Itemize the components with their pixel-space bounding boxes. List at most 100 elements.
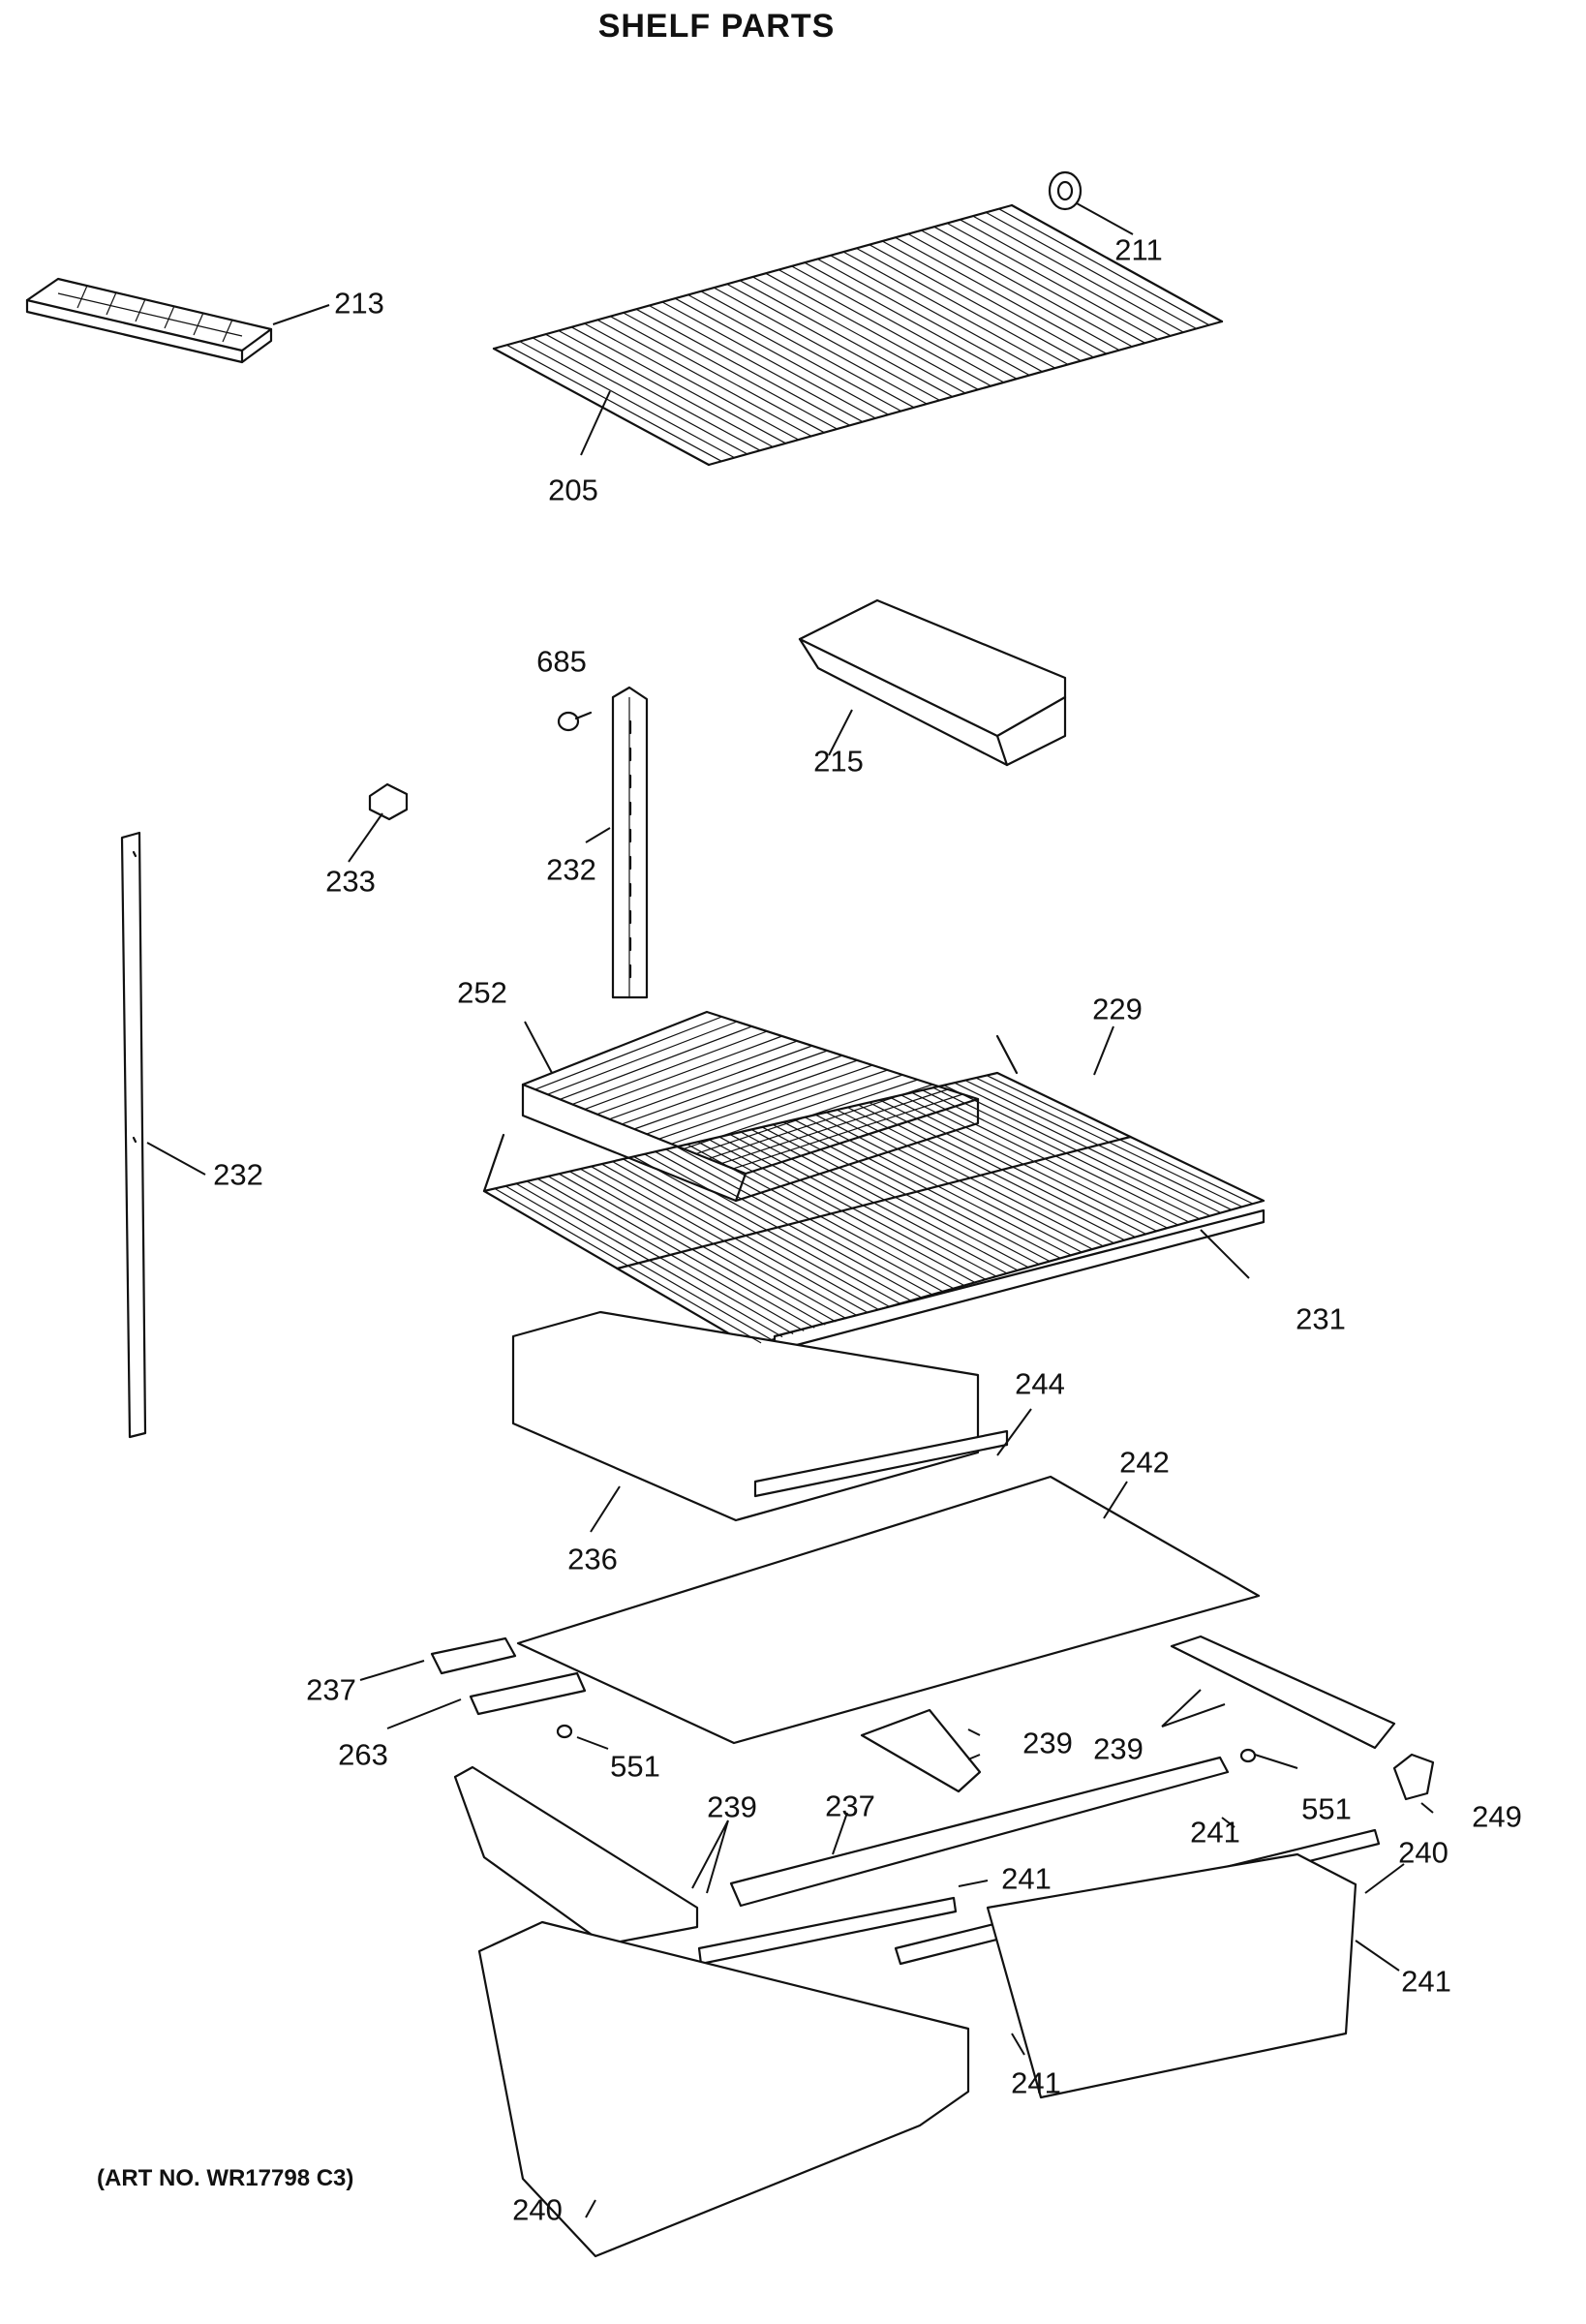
drawing-stroke: [560, 1025, 752, 1100]
drawing-stroke: [700, 290, 915, 409]
drawing-stroke: [726, 283, 940, 401]
drawing-stroke: [830, 255, 1043, 373]
part-label: 249: [1472, 1799, 1522, 1834]
part-239-support-right: [1170, 1635, 1396, 1750]
part-label: 232: [213, 1157, 263, 1192]
drawing-stroke: [739, 280, 954, 398]
part-label: 239: [1093, 1731, 1144, 1766]
drawing-stroke: [570, 326, 786, 444]
drawing-stroke: [895, 236, 1108, 354]
drawing-stroke: [933, 226, 1145, 344]
part-label: 237: [306, 1672, 356, 1707]
drawing-stroke: [946, 222, 1159, 341]
drawing-stroke: [765, 272, 979, 390]
art-number: (ART NO. WR17798 C3): [97, 2165, 354, 2191]
drawing-stroke: [635, 308, 851, 426]
part-label: 233: [325, 864, 376, 899]
drawing-stroke: [616, 1135, 1132, 1270]
part-213-ice-tray: [25, 277, 273, 364]
part-685-screw: [557, 711, 593, 732]
part-232-rail-upper: [611, 686, 649, 999]
drawing-stroke: [752, 276, 966, 394]
part-label: 213: [334, 286, 384, 321]
drawing-stroke: [907, 233, 1120, 352]
part-551-screw-left: [556, 1724, 573, 1739]
part-label: 240: [512, 2192, 563, 2227]
part-211-grommet: [1048, 170, 1083, 211]
drawing-stroke: [547, 1021, 738, 1095]
drawing-stroke: [646, 1059, 858, 1135]
part-label: 241: [1190, 1815, 1240, 1850]
drawing-stroke: [609, 1045, 813, 1120]
drawing-stroke: [132, 850, 137, 858]
part-label: 244: [1015, 1366, 1065, 1401]
part-263-channel: [469, 1671, 587, 1716]
drawing-stroke: [622, 1050, 828, 1125]
part-label: 241: [1401, 1964, 1451, 1999]
drawing-stroke: [674, 297, 889, 415]
leader-lines: [146, 202, 1434, 2218]
part-232-rail-left: [120, 831, 147, 1439]
drawing-stroke: [649, 305, 864, 423]
part-label: 241: [1011, 2065, 1061, 2100]
drawing-stroke: [661, 301, 876, 419]
part-237-rail-center: [729, 1756, 1230, 1908]
part-label: 231: [1296, 1301, 1346, 1336]
diagram-title: SHELF PARTS: [597, 8, 836, 45]
drawing-stroke: [519, 341, 735, 459]
part-label: 263: [338, 1737, 388, 1772]
drawing-stroke: [921, 229, 1133, 348]
drawing-stroke: [610, 316, 825, 434]
drawing-stroke: [720, 1088, 949, 1165]
drawing-stroke: [658, 1064, 873, 1140]
drawing-stroke: [132, 1136, 137, 1144]
drawing-stroke: [671, 1069, 888, 1145]
drawing-stroke: [817, 258, 1030, 377]
part-label: 232: [546, 852, 596, 887]
part-240-drawer-left: [477, 1920, 970, 2258]
part-label: 239: [707, 1789, 757, 1824]
part-237-channel-left: [430, 1636, 517, 1675]
part-label: 241: [1001, 1861, 1052, 1896]
part-label: 685: [536, 644, 587, 679]
drawing-stroke: [558, 329, 774, 448]
part-239-support-center: [860, 1708, 982, 1793]
part-249-clip: [1392, 1753, 1435, 1801]
drawing-stroke: [695, 1079, 918, 1155]
part-label: 240: [1398, 1835, 1449, 1870]
drawing-stroke: [856, 247, 1069, 365]
drawing-stroke: [623, 312, 838, 430]
part-label: 229: [1092, 992, 1143, 1026]
part-label: 211: [1114, 232, 1163, 267]
part-label: 242: [1119, 1445, 1170, 1480]
drawing-stroke: [596, 319, 812, 437]
part-236-crisper-pan: [511, 1310, 980, 1522]
part-label: 237: [825, 1789, 875, 1823]
drawing-stroke: [534, 1016, 722, 1090]
drawing-stroke: [687, 293, 902, 413]
part-244-handle: [753, 1429, 1009, 1498]
part-label: 205: [548, 473, 598, 507]
part-239-support-left: [453, 1765, 699, 1946]
part-label: 252: [457, 975, 507, 1010]
drawing-stroke: [881, 240, 1094, 358]
part-label: 551: [610, 1749, 660, 1784]
drawing-stroke: [506, 344, 722, 462]
part-240-drawer-right: [986, 1852, 1357, 2099]
drawing-stroke: [584, 322, 800, 441]
part-label: 236: [567, 1542, 618, 1576]
drawing-stroke: [842, 251, 1056, 369]
drawing-stroke: [791, 265, 1005, 383]
part-551-screw-right: [1239, 1748, 1257, 1763]
drawing-stroke: [972, 215, 1184, 333]
drawing-stroke: [584, 1035, 782, 1111]
drawing-stroke: [960, 219, 1172, 337]
drawing-stroke: [596, 1040, 798, 1116]
drawing-stroke: [869, 244, 1082, 362]
drawing-stroke: [778, 269, 991, 387]
drawing-stroke: [532, 337, 748, 455]
part-241-trim-middle: [697, 1896, 958, 1966]
drawing-stroke: [985, 211, 1197, 329]
drawing-stroke: [545, 333, 761, 451]
